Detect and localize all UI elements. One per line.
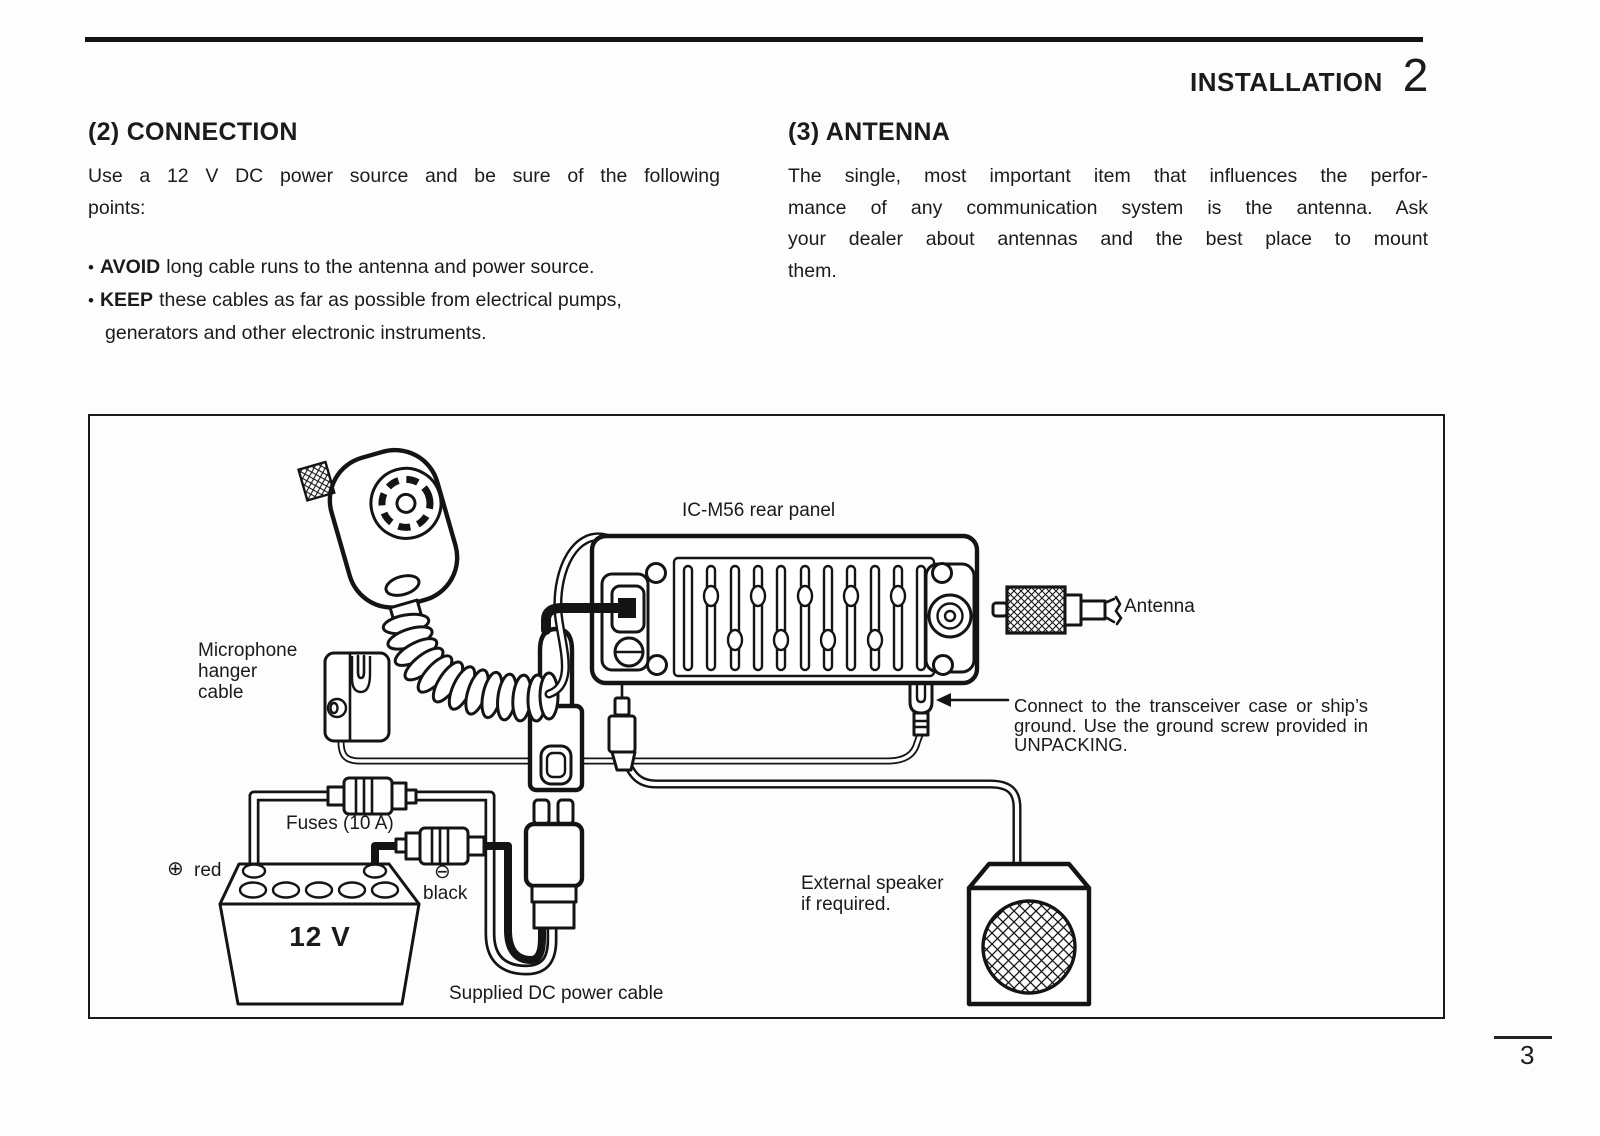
speaker-plug [607,680,637,772]
bullet-keep-text: these cables as far as possible from ele… [159,289,622,311]
battery [218,862,421,1006]
red-label: red [194,860,222,881]
antenna-line3: your dealer about antennas and the best … [788,228,1428,250]
mic-hanger-cable [337,728,925,765]
connection-heading: (2) CONNECTION [88,118,298,146]
black-power-lead [371,842,546,964]
chapter-number: 2 [1402,49,1429,101]
fuse-holder-black [394,826,486,866]
antenna-line1: The single, most important item that inf… [788,165,1428,187]
antenna-line2: mance of any communication system is the… [788,196,1428,219]
diagram-line-art [218,447,1123,1007]
red-power-lead [248,790,558,976]
antenna-paragraph: The single, most important item that inf… [788,161,1428,287]
speaker-cable [621,755,1022,873]
mic-jack-block [600,572,650,672]
circle-minus-icon: ⊖ [434,861,451,883]
chapter-title: INSTALLATION [1190,67,1383,97]
antenna-label: Antenna [1124,596,1195,617]
connection-intro-line1: Use a 12 V DC power source and be sure o… [88,165,720,187]
bullet-avoid-text: long cable runs to the antenna and power… [166,256,595,278]
heatsink-fins [682,564,927,672]
ground-arrow [936,693,1010,707]
fuses-label: Fuses (10 A) [286,813,394,834]
bullet-icon: • [88,258,94,277]
bullet-icon: • [88,291,94,310]
ground-note: Connect to the transceiver case or ship’… [1014,695,1368,755]
external-speaker-label: External speaker if required. [801,873,944,915]
connection-intro: Use a 12 V DC power source and be sure o… [88,161,720,224]
top-rule [85,37,1423,42]
radio-rear-panel [589,533,980,686]
ground-lug [908,684,934,737]
fuse-holder-red [326,776,418,816]
dc-power-cable-label: Supplied DC power cable [449,983,664,1004]
mic-hanger-label: Microphone hanger cable [198,640,298,703]
bullet-keep-bold: KEEP [99,289,154,311]
radio-dc-cable [541,598,636,635]
bullet-keep-continuation: generators and other electronic instrume… [105,322,487,344]
page-number: 3 [1520,1040,1535,1070]
bullet-avoid-bold: AVOID [99,256,161,278]
battery-voltage-label: 12 V [289,921,351,952]
installation-diagram: IC-M56 rear panel Antenna Microphone han… [88,414,1445,1019]
external-speaker [966,861,1092,1007]
dc-cable-connector-female [523,798,585,930]
antenna-heading: (3) ANTENNA [788,118,951,146]
antenna-mount [924,562,976,674]
circle-plus-icon: ⊕ [167,858,184,880]
page-number-rule [1494,1036,1552,1039]
antenna-line4: them. [788,259,837,282]
mic-hanger-bracket [323,651,391,743]
chapter-header: INSTALLATION 2 [1190,48,1428,102]
mic-coiled-cord [381,612,560,723]
battery-positive-terminal [241,863,267,879]
rear-panel-label: IC-M56 rear panel [682,500,836,521]
black-label: black [423,883,468,904]
connection-intro-line2: points: [88,196,146,219]
battery-negative-terminal [362,863,388,879]
microphone [297,447,629,723]
antenna-connector [991,585,1123,635]
